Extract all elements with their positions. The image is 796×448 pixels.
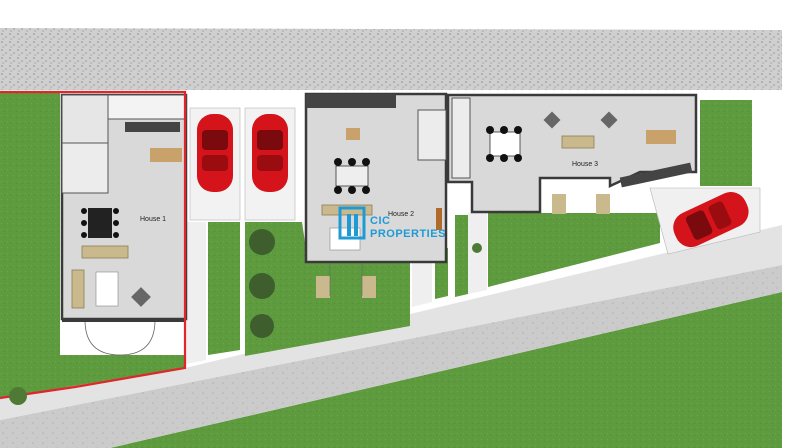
- house-2-label: House 2: [388, 211, 414, 218]
- road-pavement: [0, 265, 782, 448]
- walkway-house2: [412, 262, 432, 307]
- car-icon: [252, 114, 288, 192]
- lawn-house1-plot: [0, 92, 185, 398]
- house-1-label: House 1: [140, 216, 166, 223]
- sofa-icon: [71, 245, 129, 309]
- watermark-line2: PROPERTIES: [370, 228, 446, 240]
- house-1: House 1: [60, 93, 188, 356]
- watermark-line1: CIC: [370, 215, 390, 227]
- lawn-house3-side: [700, 100, 752, 186]
- house-3-label: House 3: [572, 161, 598, 168]
- tree-icon: [9, 229, 482, 405]
- lawn-strip-mid: [455, 215, 468, 297]
- logo-icon: [338, 206, 366, 240]
- house-3: House 3: [446, 93, 698, 214]
- lawn-house2-front: [208, 222, 240, 355]
- dining-table-house1: [81, 208, 119, 238]
- dining-table-house3: [486, 126, 522, 162]
- dining-table-house2: [334, 158, 370, 194]
- walkway-house1: [186, 222, 206, 364]
- gravel-band: [0, 28, 782, 90]
- lawn-house3-front: [488, 213, 660, 287]
- walkway-house3: [468, 213, 487, 294]
- car-icon: [197, 114, 233, 192]
- house-2: House 2: [304, 92, 448, 298]
- car-icon: [673, 192, 749, 248]
- plot-boundary-house1: [0, 90, 187, 400]
